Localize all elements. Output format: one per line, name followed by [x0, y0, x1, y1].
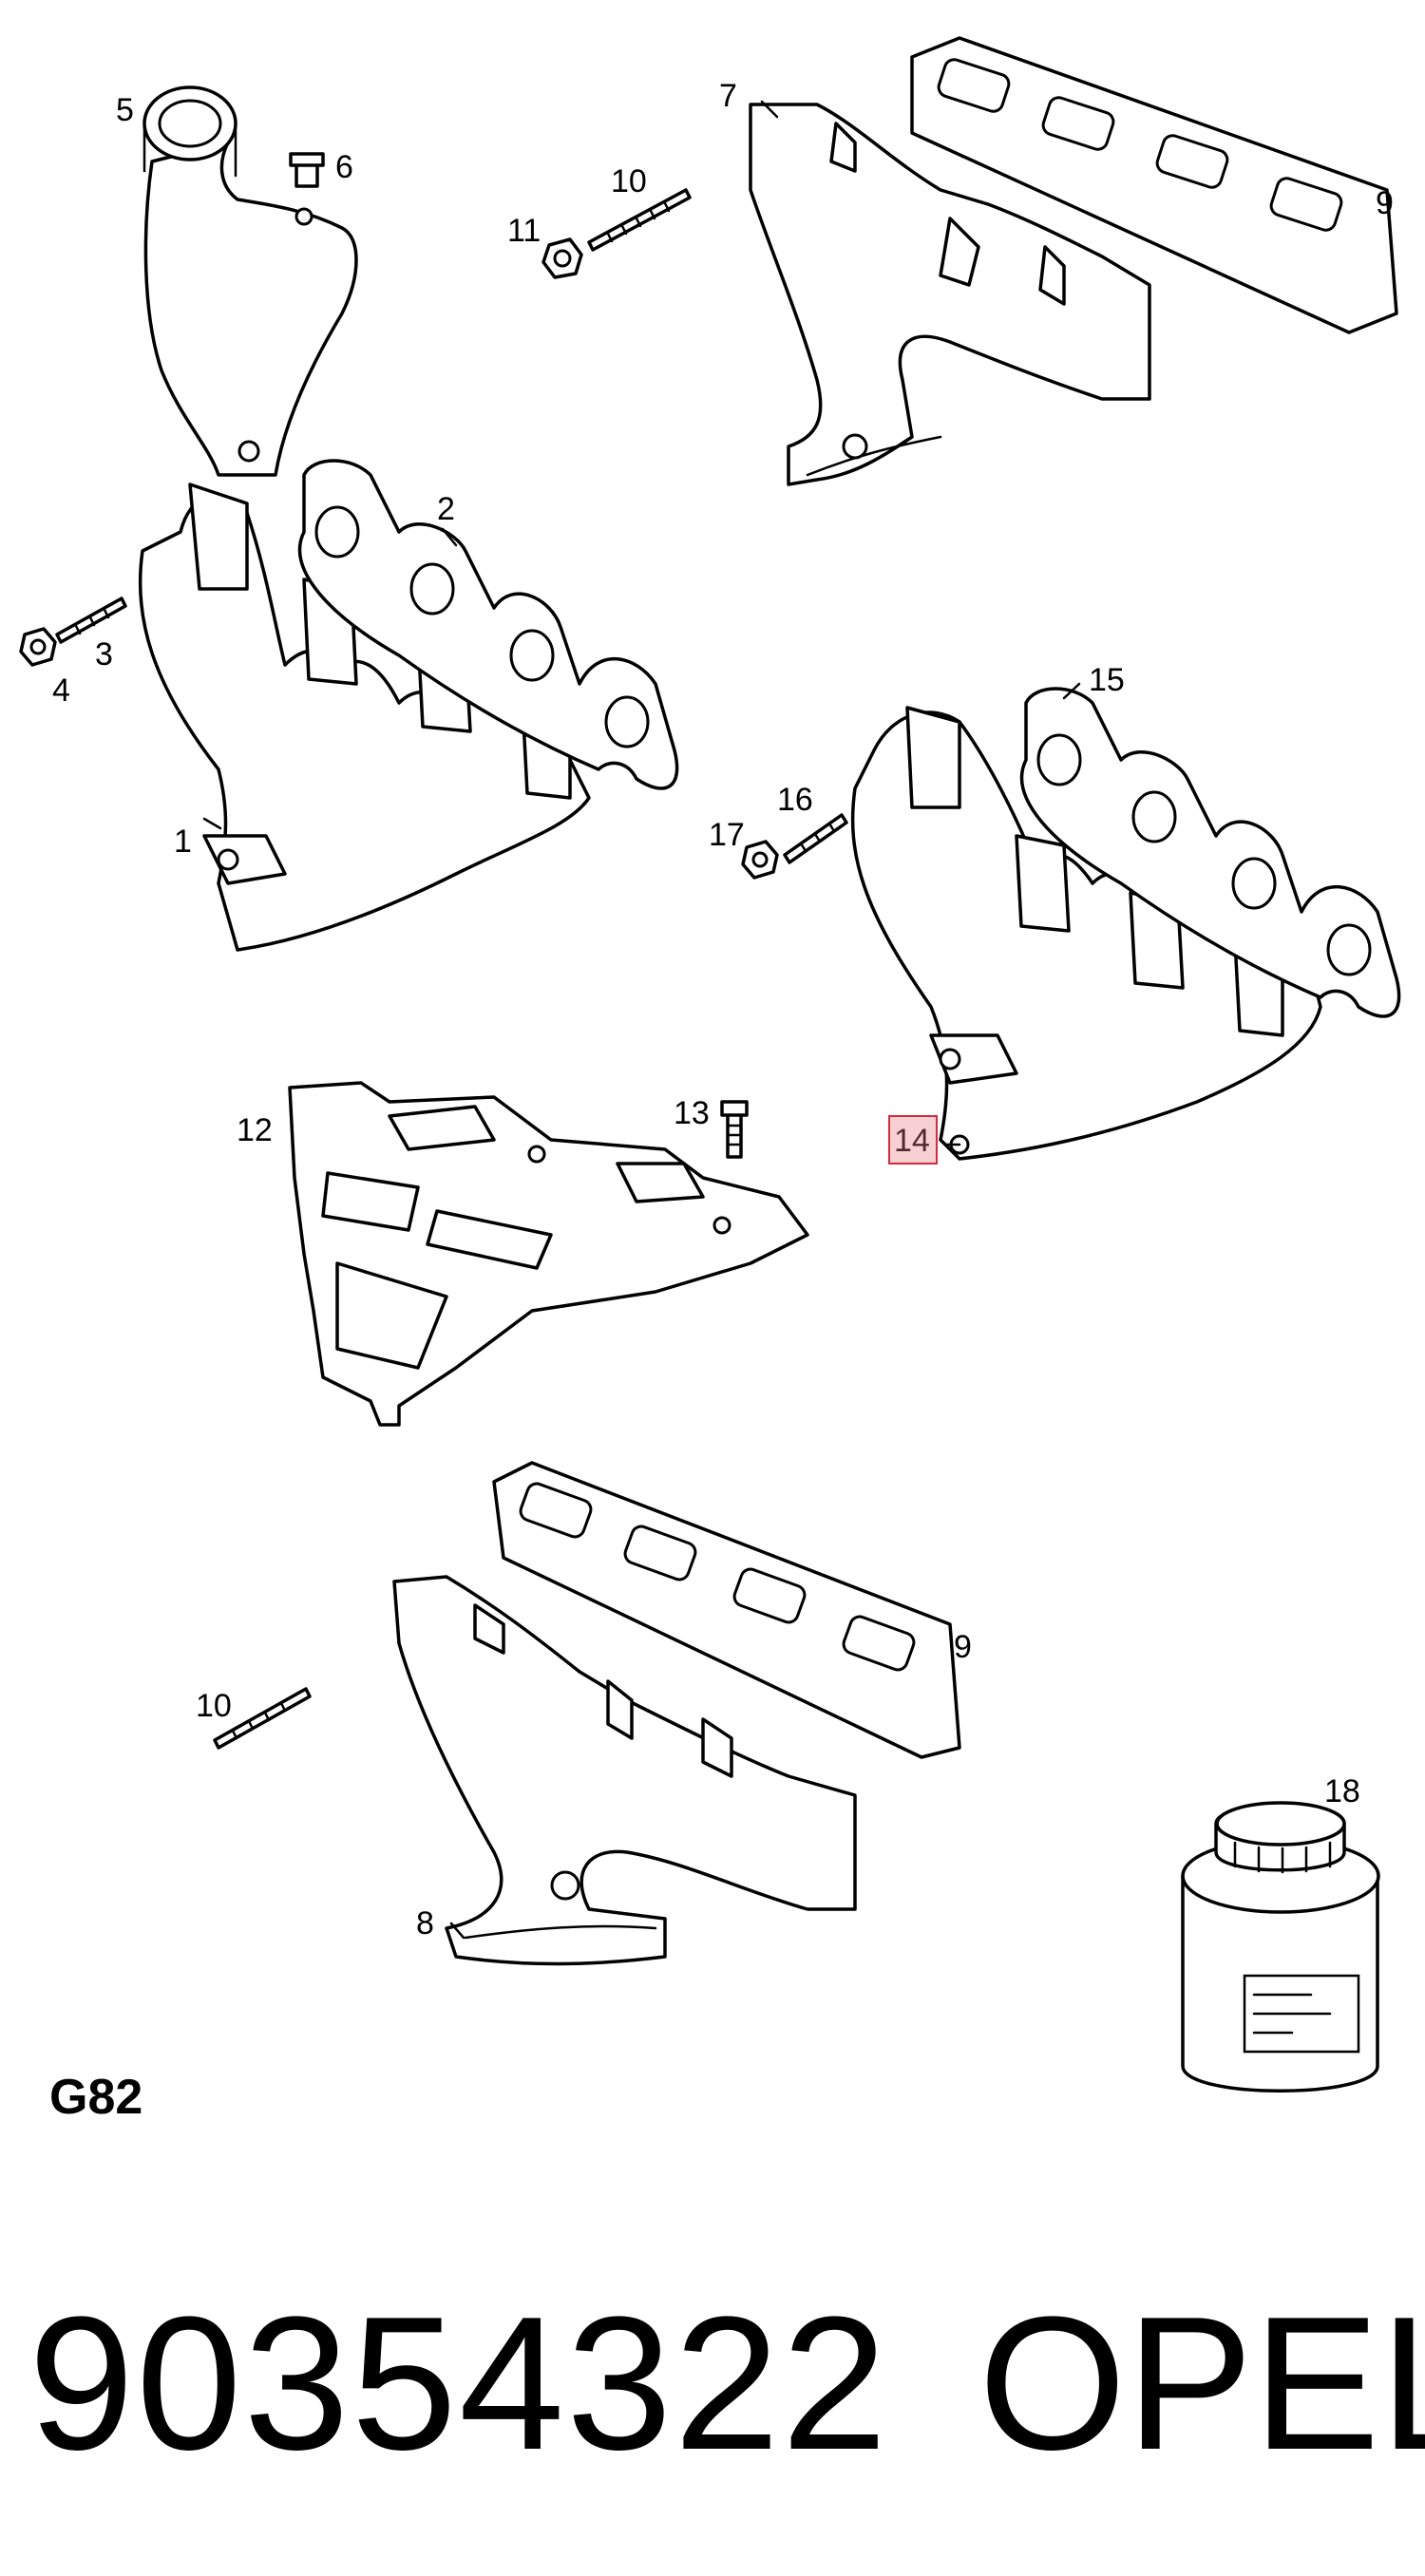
callout-7: 7	[719, 78, 737, 114]
callout-4: 4	[52, 672, 70, 709]
callout-13: 13	[674, 1095, 710, 1131]
part-17-nut-right	[741, 840, 779, 880]
part-9-gasket-bottom	[492, 1461, 961, 1759]
callout-17: 17	[709, 817, 745, 853]
callout-12: 12	[237, 1112, 273, 1148]
callout-10-bottom: 10	[196, 1688, 232, 1724]
brand-name: OPEL	[978, 2278, 1425, 2490]
callout-1: 1	[174, 824, 192, 860]
part-18-oil-filter	[1181, 1801, 1380, 2093]
callout-14-highlight	[888, 1115, 938, 1165]
callout-11: 11	[507, 213, 541, 249]
callout-9-bottom: 9	[954, 1629, 972, 1665]
part-15-gasket-right	[1019, 687, 1401, 1018]
leader-lines	[202, 100, 1081, 1940]
part-12-heat-shield	[288, 1081, 809, 1427]
part-number: 90354322	[28, 2278, 889, 2490]
part-13-bolt	[720, 1100, 749, 1159]
part-10-stud-bottom	[213, 1687, 312, 1750]
callout-3: 3	[95, 636, 113, 672]
part-4-nut-left	[19, 627, 57, 667]
callout-18: 18	[1324, 1773, 1360, 1809]
callout-5: 5	[116, 92, 134, 128]
callout-labels: 5 6 10 11 7 9 2 3 4 1 15 16 17 13 12 14 …	[52, 78, 1394, 1941]
callout-14: 14	[894, 1123, 930, 1159]
callout-6: 6	[335, 149, 353, 185]
part-11-nut-top	[542, 237, 583, 279]
part-14-manifold-right	[850, 706, 1322, 1161]
callout-15: 15	[1089, 662, 1125, 698]
callout-10-top: 10	[611, 163, 647, 199]
part-5-downpipe	[142, 85, 358, 477]
part-3-stud-left	[55, 597, 127, 644]
part-7-manifold-top	[749, 103, 1151, 486]
callout-16: 16	[777, 782, 813, 818]
part-9-gasket-top	[910, 36, 1398, 334]
part-8-manifold-bottom	[392, 1575, 857, 1966]
part-16-stud-right	[783, 813, 848, 864]
part-10-stud-top	[587, 188, 692, 252]
part-2-gasket-left	[297, 459, 679, 790]
callout-8: 8	[416, 1905, 434, 1941]
part-6-bolt	[289, 152, 325, 188]
diagram-code: G82	[49, 2070, 143, 2125]
callout-2: 2	[437, 491, 455, 527]
parts-diagram: 5 6 10 11 7 9 2 3 4 1 15 16 17 13 12 14 …	[19, 36, 1401, 2093]
callout-9-top: 9	[1376, 185, 1394, 221]
